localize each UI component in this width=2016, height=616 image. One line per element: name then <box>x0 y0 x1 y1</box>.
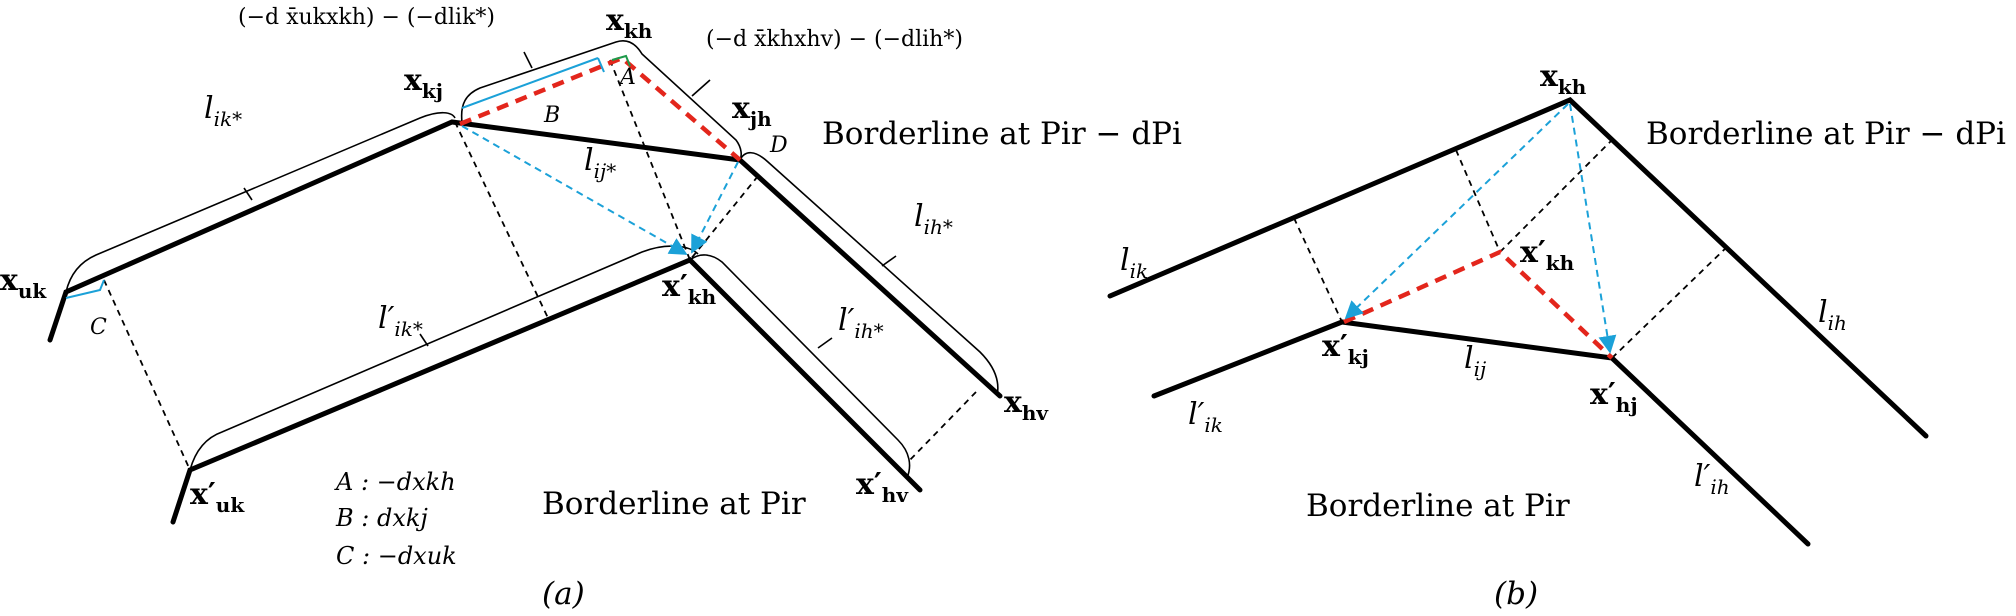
bracket-C <box>65 279 105 299</box>
blue-arrow-b-left <box>1344 103 1569 320</box>
label-b-l-ih: lih <box>1818 295 1847 335</box>
panel-b: xkh x′kh x′kj x′hj lik lih lij l′ik l′ih… <box>1107 59 2006 612</box>
legend-C: C : −dxuk <box>336 542 457 570</box>
proj-uk <box>103 279 191 471</box>
blue-arrow-jh <box>691 161 739 254</box>
marker-D: D <box>769 133 788 158</box>
legend-A: A : −dxkh <box>334 468 456 496</box>
caption-b: (b) <box>1494 576 1538 612</box>
label-b-x-hj-prime: x′hj <box>1590 377 1638 417</box>
label-x-hv: xhv <box>1004 385 1049 425</box>
brace-expression-right: (−d x̄khxhv) − (−dlih*) <box>706 27 963 52</box>
label-x-kh: xkh <box>606 3 653 43</box>
label-l-ij-star: lij* <box>584 143 616 183</box>
blue-arrow-kj <box>461 125 688 255</box>
label-x-uk: xuk <box>0 263 47 303</box>
label-b-x-kj-prime: x′kj <box>1322 329 1369 369</box>
lower-borderline-b <box>1151 319 1811 547</box>
marker-A: A <box>618 65 636 90</box>
proj-hv <box>907 391 977 463</box>
label-x-kj: xkj <box>404 63 443 103</box>
label-l-ih-star-prime: l′ih* <box>838 303 884 343</box>
blue-arrow-b-right <box>1569 103 1617 354</box>
proj-b-right-top <box>1499 137 1615 253</box>
upper-borderline-a <box>47 119 1003 399</box>
label-x-uk-prime: x′uk <box>190 477 245 517</box>
borderline-top-a: Borderline at Pir − dPi <box>822 116 1182 152</box>
label-b-l-ik: lik <box>1120 243 1148 283</box>
label-x-jh: xjh <box>732 91 772 131</box>
upper-offset-curve-a <box>65 111 456 293</box>
label-b-x-kh: xkh <box>1540 59 1587 99</box>
red-dashed-path-b <box>1343 249 1614 360</box>
marker-B: B <box>543 103 560 128</box>
bracket-A <box>611 54 631 67</box>
borderline-bottom-b: Borderline at Pir <box>1306 488 1570 524</box>
label-b-x-kh-prime: x′kh <box>1520 235 1575 275</box>
brace-tick-left <box>523 51 533 69</box>
label-x-hv-prime: x′hv <box>856 467 909 507</box>
proj-b-mid <box>1455 149 1501 253</box>
label-l-ih-star: lih* <box>914 199 953 239</box>
bracket-B-end <box>597 57 605 73</box>
label-l-ik-star: lik* <box>204 91 242 131</box>
proj-kj <box>454 121 549 319</box>
proj-kh <box>609 59 691 261</box>
tick-lih <box>881 255 897 267</box>
red-dashed-path-a <box>459 55 742 162</box>
tick-lih-p <box>817 337 833 349</box>
brace-expression-left: (−d x̄ukxkh) − (−dlik*) <box>238 5 495 30</box>
top-brace-curve-a <box>460 39 742 161</box>
label-b-l-ij: lij <box>1464 341 1486 381</box>
tick-lik-p <box>419 333 429 347</box>
caption-a: (a) <box>542 576 585 612</box>
tick-lik <box>243 187 253 201</box>
brace-tick-right <box>691 79 711 97</box>
label-b-l-ik-prime: l′ik <box>1188 397 1223 437</box>
bracket-B <box>461 57 599 109</box>
legend-B: B : dxkj <box>335 504 428 532</box>
panel-a: xuk xkj xkh xjh xhv x′uk x′kh x′hv lik* … <box>0 3 1182 612</box>
lower-borderline-a <box>170 257 923 525</box>
borderline-top-b: Borderline at Pir − dPi <box>1646 116 2006 152</box>
lower-right-offset-curve-a <box>689 254 911 479</box>
label-l-ik-star-prime: l′ik* <box>378 301 423 341</box>
proj-b-right-bottom <box>1611 243 1731 359</box>
marker-C: C <box>90 315 107 340</box>
label-b-l-ih-prime: l′ih <box>1694 459 1730 499</box>
upper-borderline-b <box>1107 97 1929 439</box>
proj-b-left <box>1293 217 1343 323</box>
label-x-kh-prime: x′kh <box>662 269 717 309</box>
right-offset-curve-a <box>739 151 999 397</box>
borderline-bottom-a: Borderline at Pir <box>542 486 806 522</box>
